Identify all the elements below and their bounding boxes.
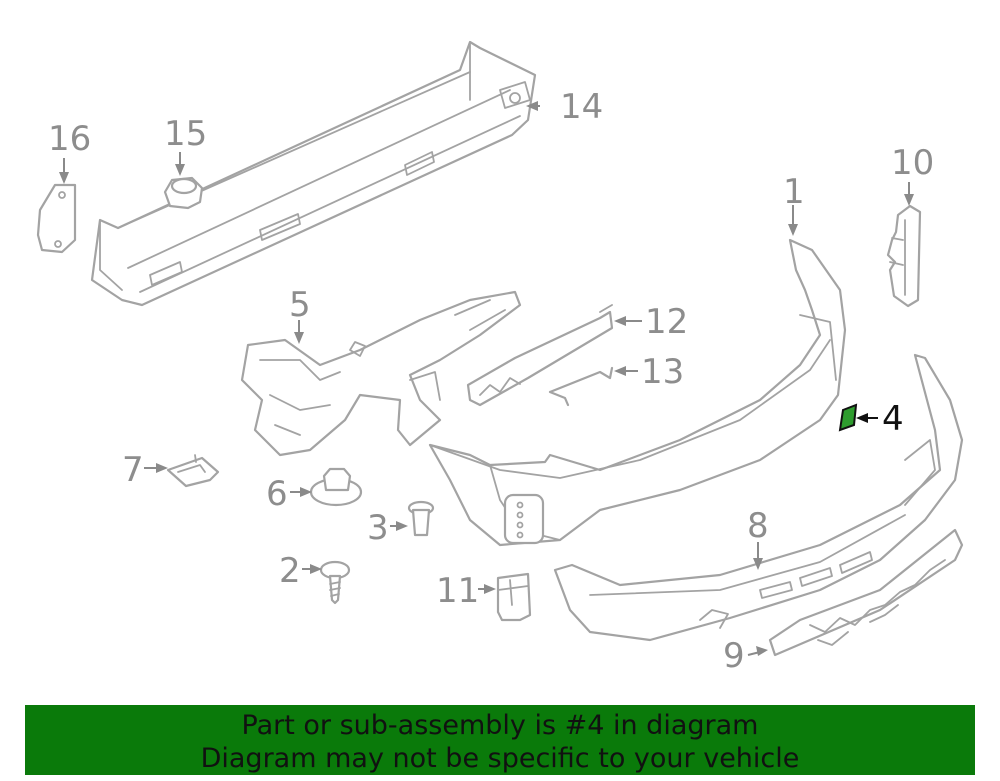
absorber-part-5 bbox=[240, 290, 522, 457]
wire-bracket-part-13 bbox=[548, 366, 614, 407]
diffuser-part-9 bbox=[768, 528, 964, 657]
bracket-part-16 bbox=[36, 183, 77, 254]
callout-10: 10 bbox=[891, 143, 934, 183]
callout-2: 2 bbox=[279, 551, 301, 591]
reflector-part-4-highlighted bbox=[838, 403, 858, 432]
clip-part-7 bbox=[166, 454, 220, 488]
callout-6: 6 bbox=[266, 474, 288, 514]
callout-labels: 14 16 15 10 1 5 12 13 4 7 6 3 8 2 11 9 bbox=[48, 87, 934, 676]
callout-7: 7 bbox=[122, 450, 144, 490]
push-pin-part-3 bbox=[407, 500, 435, 537]
sensor-part-11 bbox=[496, 572, 532, 622]
callout-3: 3 bbox=[367, 508, 389, 548]
callout-8: 8 bbox=[747, 506, 769, 546]
leader-lines bbox=[59, 101, 914, 656]
callout-14: 14 bbox=[560, 87, 603, 127]
banner-line-part-number: Part or sub-assembly is #4 in diagram bbox=[241, 710, 759, 741]
info-banner: Part or sub-assembly is #4 in diagram Di… bbox=[25, 705, 975, 775]
flange-nut-part-6 bbox=[309, 467, 363, 507]
callout-16: 16 bbox=[48, 119, 91, 159]
bumper-cover-part-1 bbox=[428, 238, 847, 547]
impact-bar-part-14 bbox=[90, 40, 537, 307]
callout-9: 9 bbox=[723, 636, 745, 676]
banner-line-disclaimer: Diagram may not be specific to your vehi… bbox=[200, 743, 800, 774]
callout-5: 5 bbox=[289, 285, 311, 325]
side-bracket-part-10 bbox=[886, 204, 922, 308]
parts-diagram: 14 16 15 10 1 5 12 13 4 7 6 3 8 2 11 9 bbox=[36, 40, 964, 676]
callout-15: 15 bbox=[164, 114, 207, 154]
callout-4: 4 bbox=[882, 399, 904, 439]
lower-cover-part-8 bbox=[553, 353, 964, 642]
nut-part-15 bbox=[163, 176, 204, 210]
callout-1: 1 bbox=[783, 172, 805, 212]
callout-13: 13 bbox=[641, 352, 684, 392]
rail-bracket-part-12 bbox=[466, 304, 614, 407]
callout-12: 12 bbox=[645, 302, 688, 342]
callout-11: 11 bbox=[436, 571, 479, 611]
screw-part-2 bbox=[319, 560, 351, 605]
